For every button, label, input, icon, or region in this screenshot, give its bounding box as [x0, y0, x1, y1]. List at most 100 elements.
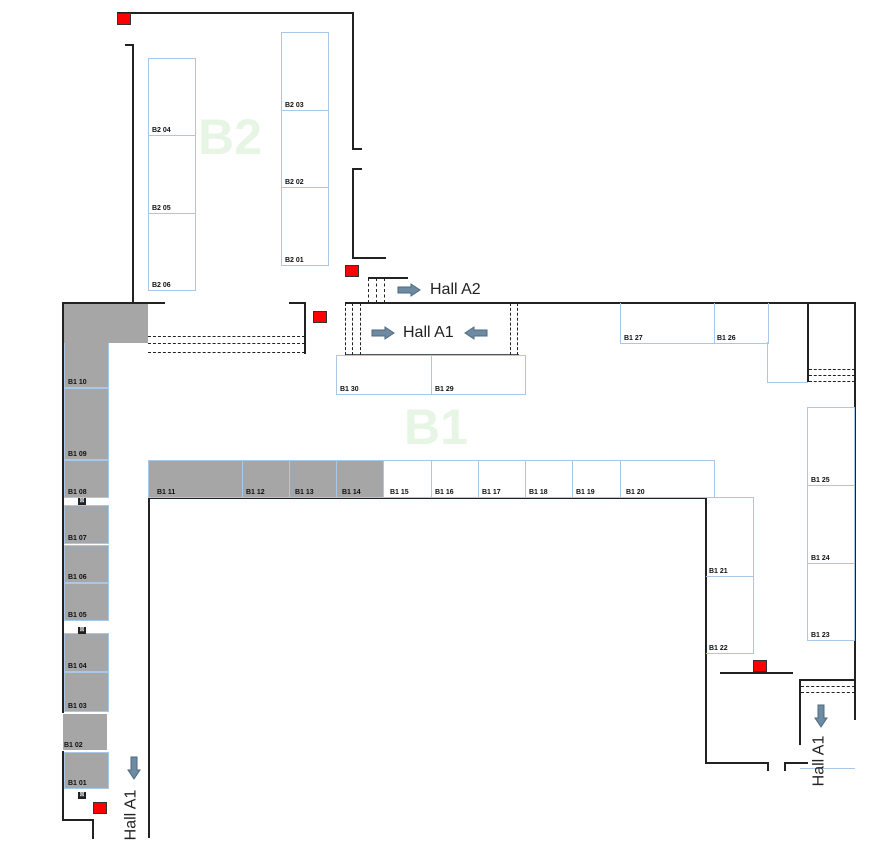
booth-label: B1 29 [435, 386, 454, 393]
arrow-left-icon [464, 326, 488, 340]
booth-b1-22[interactable]: B1 22 [706, 576, 754, 654]
booth-b1-15[interactable]: B1 15 [383, 460, 432, 498]
wall [117, 12, 354, 14]
booth-b1-01[interactable]: B1 01 [64, 752, 109, 789]
booth-b1-09[interactable]: B1 09 [64, 388, 109, 460]
dashed-line [368, 278, 369, 303]
booth-b1-29[interactable]: B1 29 [431, 355, 526, 395]
dashed-line [148, 352, 305, 353]
wall [345, 302, 856, 304]
booth-label: B1 15 [390, 489, 409, 496]
booth-b1-21[interactable]: B1 21 [706, 497, 754, 577]
dashed-line [809, 369, 855, 370]
booth-label: B2 05 [152, 205, 171, 212]
dashed-line [809, 381, 855, 382]
occupied-area [64, 304, 148, 343]
booth-b2-04[interactable]: B2 04 [148, 58, 196, 136]
booth-b1-16[interactable]: B1 16 [431, 460, 479, 498]
booth-b1-24[interactable]: B1 24 [807, 485, 855, 564]
booth-label: B1 09 [68, 451, 87, 458]
wall [132, 44, 134, 304]
booth-b1-08[interactable]: B1 08 [64, 460, 109, 498]
booth-label: B1 23 [811, 632, 830, 639]
booth-label: B1 24 [811, 555, 830, 562]
booth-b1-10[interactable]: B1 10 [64, 343, 109, 388]
booth-b1-02[interactable]: B1 02 [62, 713, 108, 751]
arrow-down-icon [814, 704, 828, 728]
booth-b1-26[interactable]: B1 26 [714, 303, 769, 344]
booth-b1-07[interactable]: B1 07 [64, 505, 109, 544]
wall [352, 12, 354, 150]
hall-a2-label: Hall A2 [430, 281, 481, 298]
wall [854, 302, 856, 720]
dashed-line [360, 303, 361, 355]
wall [352, 168, 354, 259]
booth-b1-19[interactable]: B1 19 [572, 460, 621, 498]
booth-label: B1 01 [68, 780, 87, 787]
booth-label: B2 04 [152, 127, 171, 134]
booth-label: B1 02 [64, 742, 83, 749]
wall [62, 302, 165, 304]
arrow-down-icon [127, 756, 141, 780]
wall [799, 679, 855, 681]
booth-b1-13[interactable]: B1 13 [289, 460, 337, 498]
booth-label: B1 10 [68, 379, 87, 386]
booth-b2-06[interactable]: B2 06 [148, 213, 196, 291]
wall [92, 819, 94, 839]
dashed-line [148, 336, 305, 337]
booth-b1-18[interactable]: B1 18 [525, 460, 573, 498]
wall [705, 762, 769, 764]
booth-label: B1 26 [717, 335, 736, 342]
wall [62, 819, 94, 821]
booth-label: B1 16 [435, 489, 454, 496]
wall [352, 168, 362, 170]
booth-label: B1 18 [529, 489, 548, 496]
wall [799, 680, 801, 745]
booth-label: B1 06 [68, 574, 87, 581]
dashed-line [809, 375, 855, 376]
dashed-line [376, 278, 377, 303]
exit-marker [117, 13, 131, 25]
dashed-line [517, 303, 518, 355]
pillar-icon: ⊠ [78, 627, 86, 634]
zone-label-b1: B1 [404, 399, 468, 455]
exit-marker [345, 265, 359, 277]
booth-b1-23[interactable]: B1 23 [807, 563, 855, 641]
booth-b1-30[interactable]: B1 30 [336, 355, 432, 395]
booth-b1-05[interactable]: B1 05 [64, 583, 109, 621]
hall-a1-right-label: Hall A1 [810, 735, 828, 787]
booth-label: B1 11 [157, 489, 176, 496]
booth-b1-14[interactable]: B1 14 [336, 460, 384, 498]
dashed-line [801, 692, 855, 693]
wall [784, 762, 786, 771]
booth-label: B1 19 [576, 489, 595, 496]
booth-label: B1 13 [295, 489, 314, 496]
booth-b2-03[interactable]: B2 03 [281, 32, 329, 111]
booth-label: B1 20 [626, 489, 645, 496]
hall-a1-label: Hall A1 [403, 324, 454, 341]
booth-b1-25[interactable]: B1 25 [807, 407, 855, 486]
booth-b1-20[interactable]: B1 20 [620, 460, 715, 498]
booth-b1-06[interactable]: B1 06 [64, 545, 109, 583]
booth-label: B2 03 [285, 102, 304, 109]
exit-marker [313, 311, 327, 323]
booth-b1-04[interactable]: B1 04 [64, 633, 109, 672]
booth-label: B1 03 [68, 703, 87, 710]
booth-label: B1 04 [68, 663, 87, 670]
arrow-right-icon [371, 326, 395, 340]
booth-b2-02[interactable]: B2 02 [281, 110, 329, 188]
booth-label: B1 27 [624, 335, 643, 342]
booth-b2-01[interactable]: B2 01 [281, 187, 329, 266]
booth-b1-03[interactable]: B1 03 [64, 672, 109, 712]
dashed-line [801, 686, 855, 687]
booth-b1-11[interactable]: B1 11 [148, 460, 243, 498]
booth-b1-27[interactable]: B1 27 [620, 303, 715, 344]
booth-label: B1 17 [482, 489, 501, 496]
booth-b1-17[interactable]: B1 17 [478, 460, 526, 498]
dashed-line [384, 278, 385, 303]
zone-label-b2: B2 [198, 109, 262, 165]
wall [148, 497, 707, 499]
booth-b1-12[interactable]: B1 12 [242, 460, 290, 498]
booth-b2-05[interactable]: B2 05 [148, 135, 196, 214]
